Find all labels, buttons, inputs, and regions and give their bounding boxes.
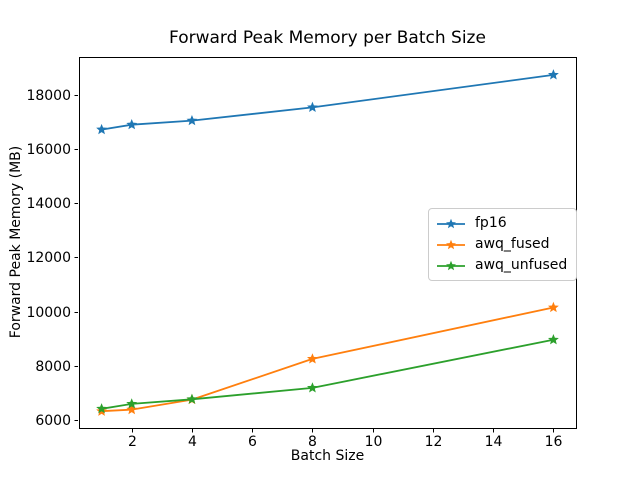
y-tick-label: 12000 bbox=[26, 250, 71, 266]
x-tick-label: 8 bbox=[308, 434, 317, 450]
legend-label-awq_unfused: awq_unfused bbox=[475, 257, 568, 273]
x-axis-ticks: 2 4 6 8 10 12 14 16 bbox=[128, 429, 562, 450]
legend-label-fp16: fp16 bbox=[475, 215, 507, 231]
y-tick-label: 14000 bbox=[26, 196, 71, 212]
legend-label-awq_fused: awq_fused bbox=[475, 236, 550, 252]
data-point-awq_unfused-x2 bbox=[126, 398, 138, 409]
data-point-fp16-x16 bbox=[547, 69, 559, 80]
series-line-awq_unfused bbox=[101, 338, 554, 410]
data-point-awq_unfused-x1 bbox=[96, 403, 108, 414]
data-point-awq_unfused-x8 bbox=[307, 382, 318, 393]
x-tick-label: 4 bbox=[188, 434, 197, 450]
x-axis-label: Batch Size bbox=[290, 448, 365, 464]
legend-marker-awq_unfused bbox=[437, 260, 465, 270]
legend: fp16 awq_fused awq_unfused bbox=[428, 208, 578, 281]
series-line-fp16 bbox=[101, 74, 554, 131]
y-tick-label: 8000 bbox=[35, 359, 71, 375]
x-tick-label: 16 bbox=[545, 434, 563, 450]
legend-marker-fp16 bbox=[437, 218, 465, 228]
data-point-fp16-x1 bbox=[96, 123, 108, 135]
data-point-awq_unfused-x16 bbox=[547, 334, 559, 345]
x-tick-label: 12 bbox=[425, 434, 443, 450]
data-point-awq_fused-x8 bbox=[307, 353, 318, 364]
y-axis-ticks: 6000 8000 10000 12000 14000 16000 18000 bbox=[26, 88, 78, 429]
legend-entry-awq_fused: awq_fused bbox=[436, 235, 567, 254]
y-tick-label: 10000 bbox=[26, 305, 71, 321]
data-point-awq_fused-x16 bbox=[547, 301, 559, 313]
chart-title: Forward Peak Memory per Batch Size bbox=[169, 28, 486, 48]
legend-entry-fp16: fp16 bbox=[436, 214, 567, 233]
legend-entry-awq_unfused: awq_unfused bbox=[436, 256, 567, 275]
data-point-fp16-x8 bbox=[307, 101, 318, 112]
y-tick-label: 18000 bbox=[26, 88, 71, 104]
x-tick-label: 14 bbox=[485, 434, 503, 450]
series-fp16 bbox=[96, 69, 559, 135]
data-point-awq_fused-x2 bbox=[126, 403, 138, 415]
data-point-fp16-x4 bbox=[186, 114, 198, 126]
x-tick-label: 10 bbox=[365, 434, 383, 450]
series-line-awq_fused bbox=[101, 306, 554, 413]
x-tick-label: 2 bbox=[128, 434, 137, 450]
series-awq_unfused bbox=[96, 334, 559, 414]
data-point-awq_unfused-x4 bbox=[186, 393, 198, 404]
x-tick-label: 6 bbox=[248, 434, 257, 450]
y-tick-label: 6000 bbox=[35, 413, 71, 429]
y-tick-label: 16000 bbox=[26, 142, 71, 158]
data-point-fp16-x2 bbox=[126, 119, 138, 130]
legend-marker-awq_fused bbox=[437, 239, 465, 249]
series-awq_fused bbox=[96, 301, 559, 416]
